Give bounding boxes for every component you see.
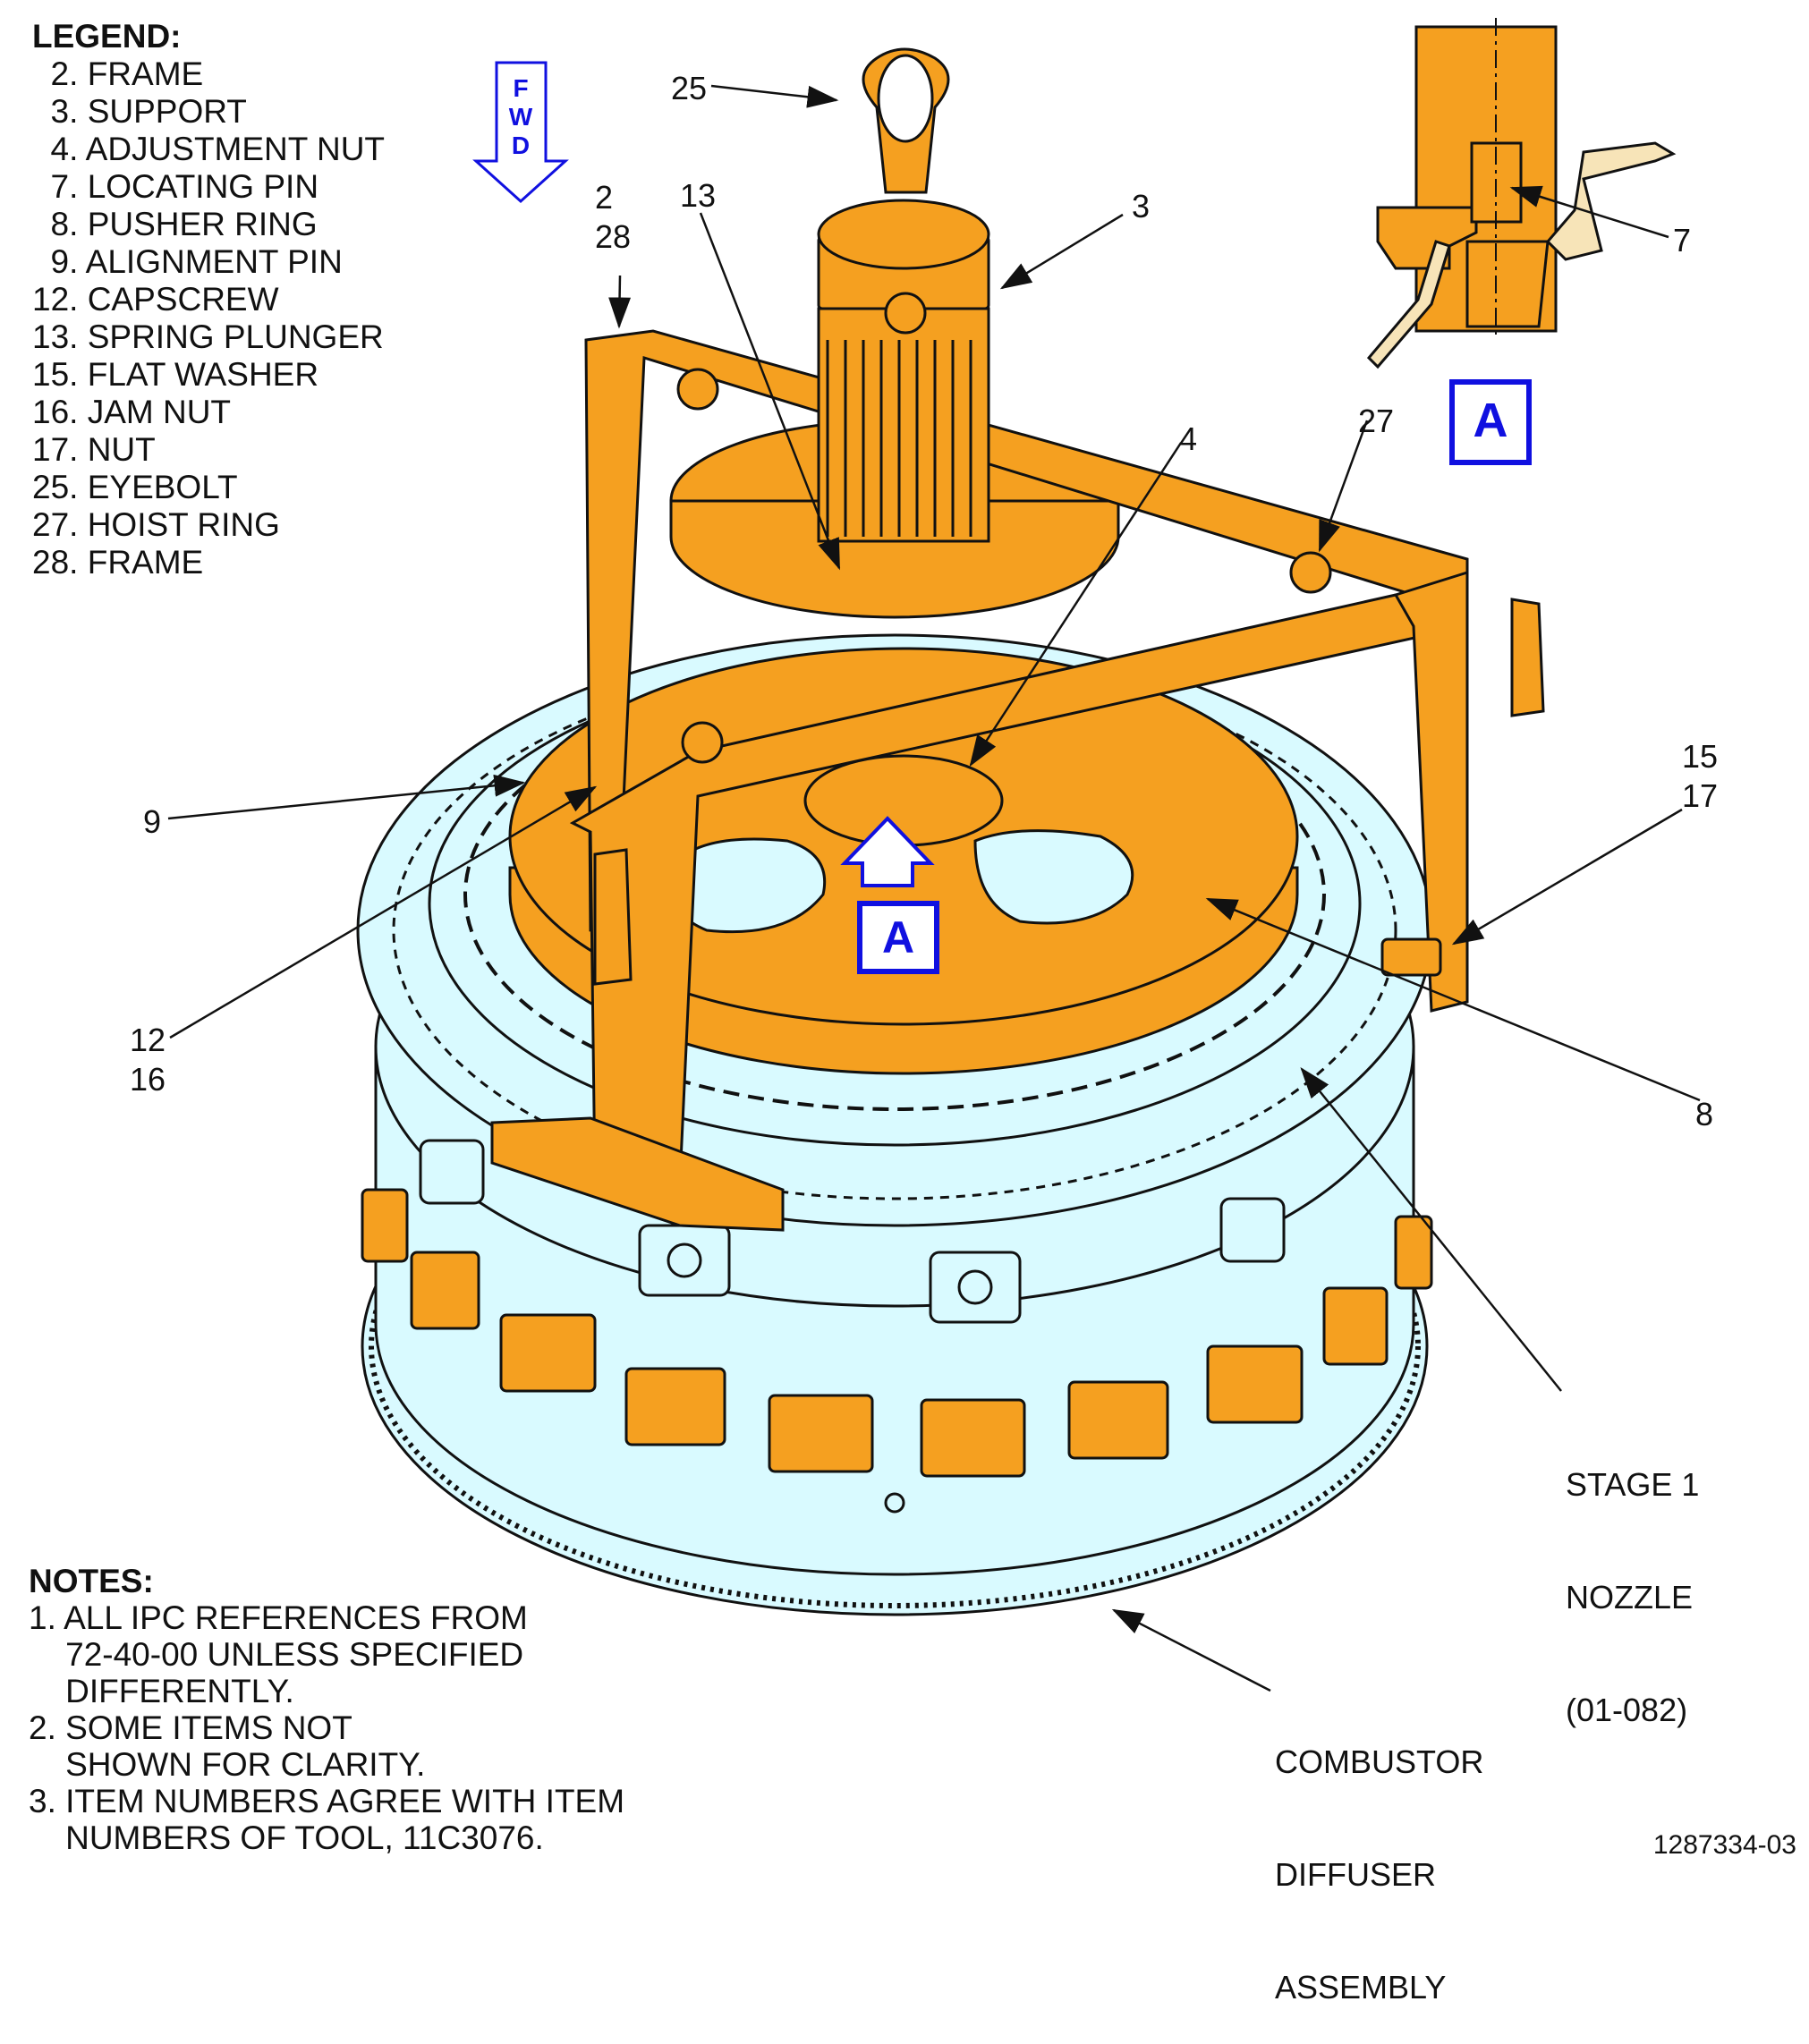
view-a-label-detail: A (1474, 394, 1508, 447)
legend-item: 3. SUPPORT (32, 93, 247, 130)
fwd-letter: D (512, 131, 530, 159)
callout-7: 7 (1673, 222, 1692, 259)
callout-3: 3 (1132, 188, 1151, 225)
combustor-diffuser-label: COMBUSTOR DIFFUSER ASSEMBLY (1275, 1668, 1483, 2044)
callout-15: 15 (1682, 738, 1719, 775)
legend: LEGEND: 2. FRAME 3. SUPPORT 4. ADJUSTMEN… (32, 18, 385, 581)
stage1-nozzle-line2: NOZZLE (1566, 1579, 1694, 1616)
support-knurl (826, 340, 972, 537)
legend-item: 25. EYEBOLT (32, 469, 238, 505)
legend-item: 4. ADJUSTMENT NUT (32, 131, 386, 167)
note-line: NUMBERS OF TOOL, 11C3076. (29, 1819, 544, 1856)
legend-item: 16. JAM NUT (32, 394, 232, 430)
note-line: 1. ALL IPC REFERENCES FROM (29, 1599, 528, 1636)
note-line: 72-40-00 UNLESS SPECIFIED (29, 1636, 524, 1673)
view-a-label-main: A (882, 912, 914, 963)
callout-13: 13 (680, 177, 717, 214)
callout-17: 17 (1682, 777, 1719, 814)
callout-16: 16 (130, 1061, 166, 1098)
callout-2: 2 (595, 179, 614, 216)
stage1-nozzle-line1: STAGE 1 (1566, 1466, 1700, 1503)
stage1-nozzle-label: STAGE 1 NOZZLE (01-082) (1566, 1391, 1699, 1767)
callout-25: 25 (671, 70, 708, 106)
callout-8: 8 (1695, 1096, 1714, 1132)
notes-title: NOTES: (29, 1563, 154, 1599)
fwd-letter: W (509, 103, 533, 131)
orange-brackets (361, 1188, 1433, 1478)
view-a-pointer-arrow (840, 816, 935, 887)
legend-item: 13. SPRING PLUNGER (32, 318, 384, 355)
figure-number: 1287334-03 (1652, 1830, 1796, 1860)
legend-item: 17. NUT (32, 431, 156, 468)
assembly-illustration: F W D A A (167, 18, 1701, 1692)
detail-view-a (1366, 18, 1677, 369)
combustor-line2: DIFFUSER (1275, 1856, 1436, 1893)
callout-9: 9 (143, 803, 162, 840)
fwd-direction-arrow (472, 61, 569, 204)
note-line: SHOWN FOR CLARITY. (29, 1746, 426, 1783)
legend-title: LEGEND: (32, 18, 182, 55)
legend-item: 28. FRAME (32, 544, 204, 581)
notes: NOTES: 1. ALL IPC REFERENCES FROM 72-40-… (29, 1563, 624, 1856)
legend-item: 7. LOCATING PIN (32, 168, 319, 205)
legend-item: 9. ALIGNMENT PIN (32, 243, 343, 280)
callout-12: 12 (130, 1022, 166, 1058)
callout-28: 28 (595, 218, 632, 255)
legend-item: 12. CAPSCREW (32, 281, 279, 318)
legend-item: 27. HOIST RING (32, 506, 280, 543)
note-line: 3. ITEM NUMBERS AGREE WITH ITEM (29, 1783, 625, 1819)
legend-item: 8. PUSHER RING (32, 206, 318, 242)
view-a-box-main (857, 901, 939, 974)
view-a-box-detail (1449, 379, 1532, 465)
combustor-line1: COMBUSTOR (1275, 1743, 1484, 1780)
legend-item: 15. FLAT WASHER (32, 356, 319, 393)
stage1-nozzle-line3: (01-082) (1566, 1692, 1688, 1728)
combustor-line3: ASSEMBLY (1275, 1969, 1447, 2006)
legend-item: 2. FRAME (32, 55, 204, 92)
callout-4: 4 (1179, 420, 1198, 457)
callout-27: 27 (1358, 403, 1395, 439)
note-line: DIFFERENTLY. (29, 1673, 294, 1709)
leader-lines (167, 84, 1701, 1692)
fwd-letter: F (513, 74, 528, 102)
note-line: 2. SOME ITEMS NOT (29, 1709, 352, 1746)
